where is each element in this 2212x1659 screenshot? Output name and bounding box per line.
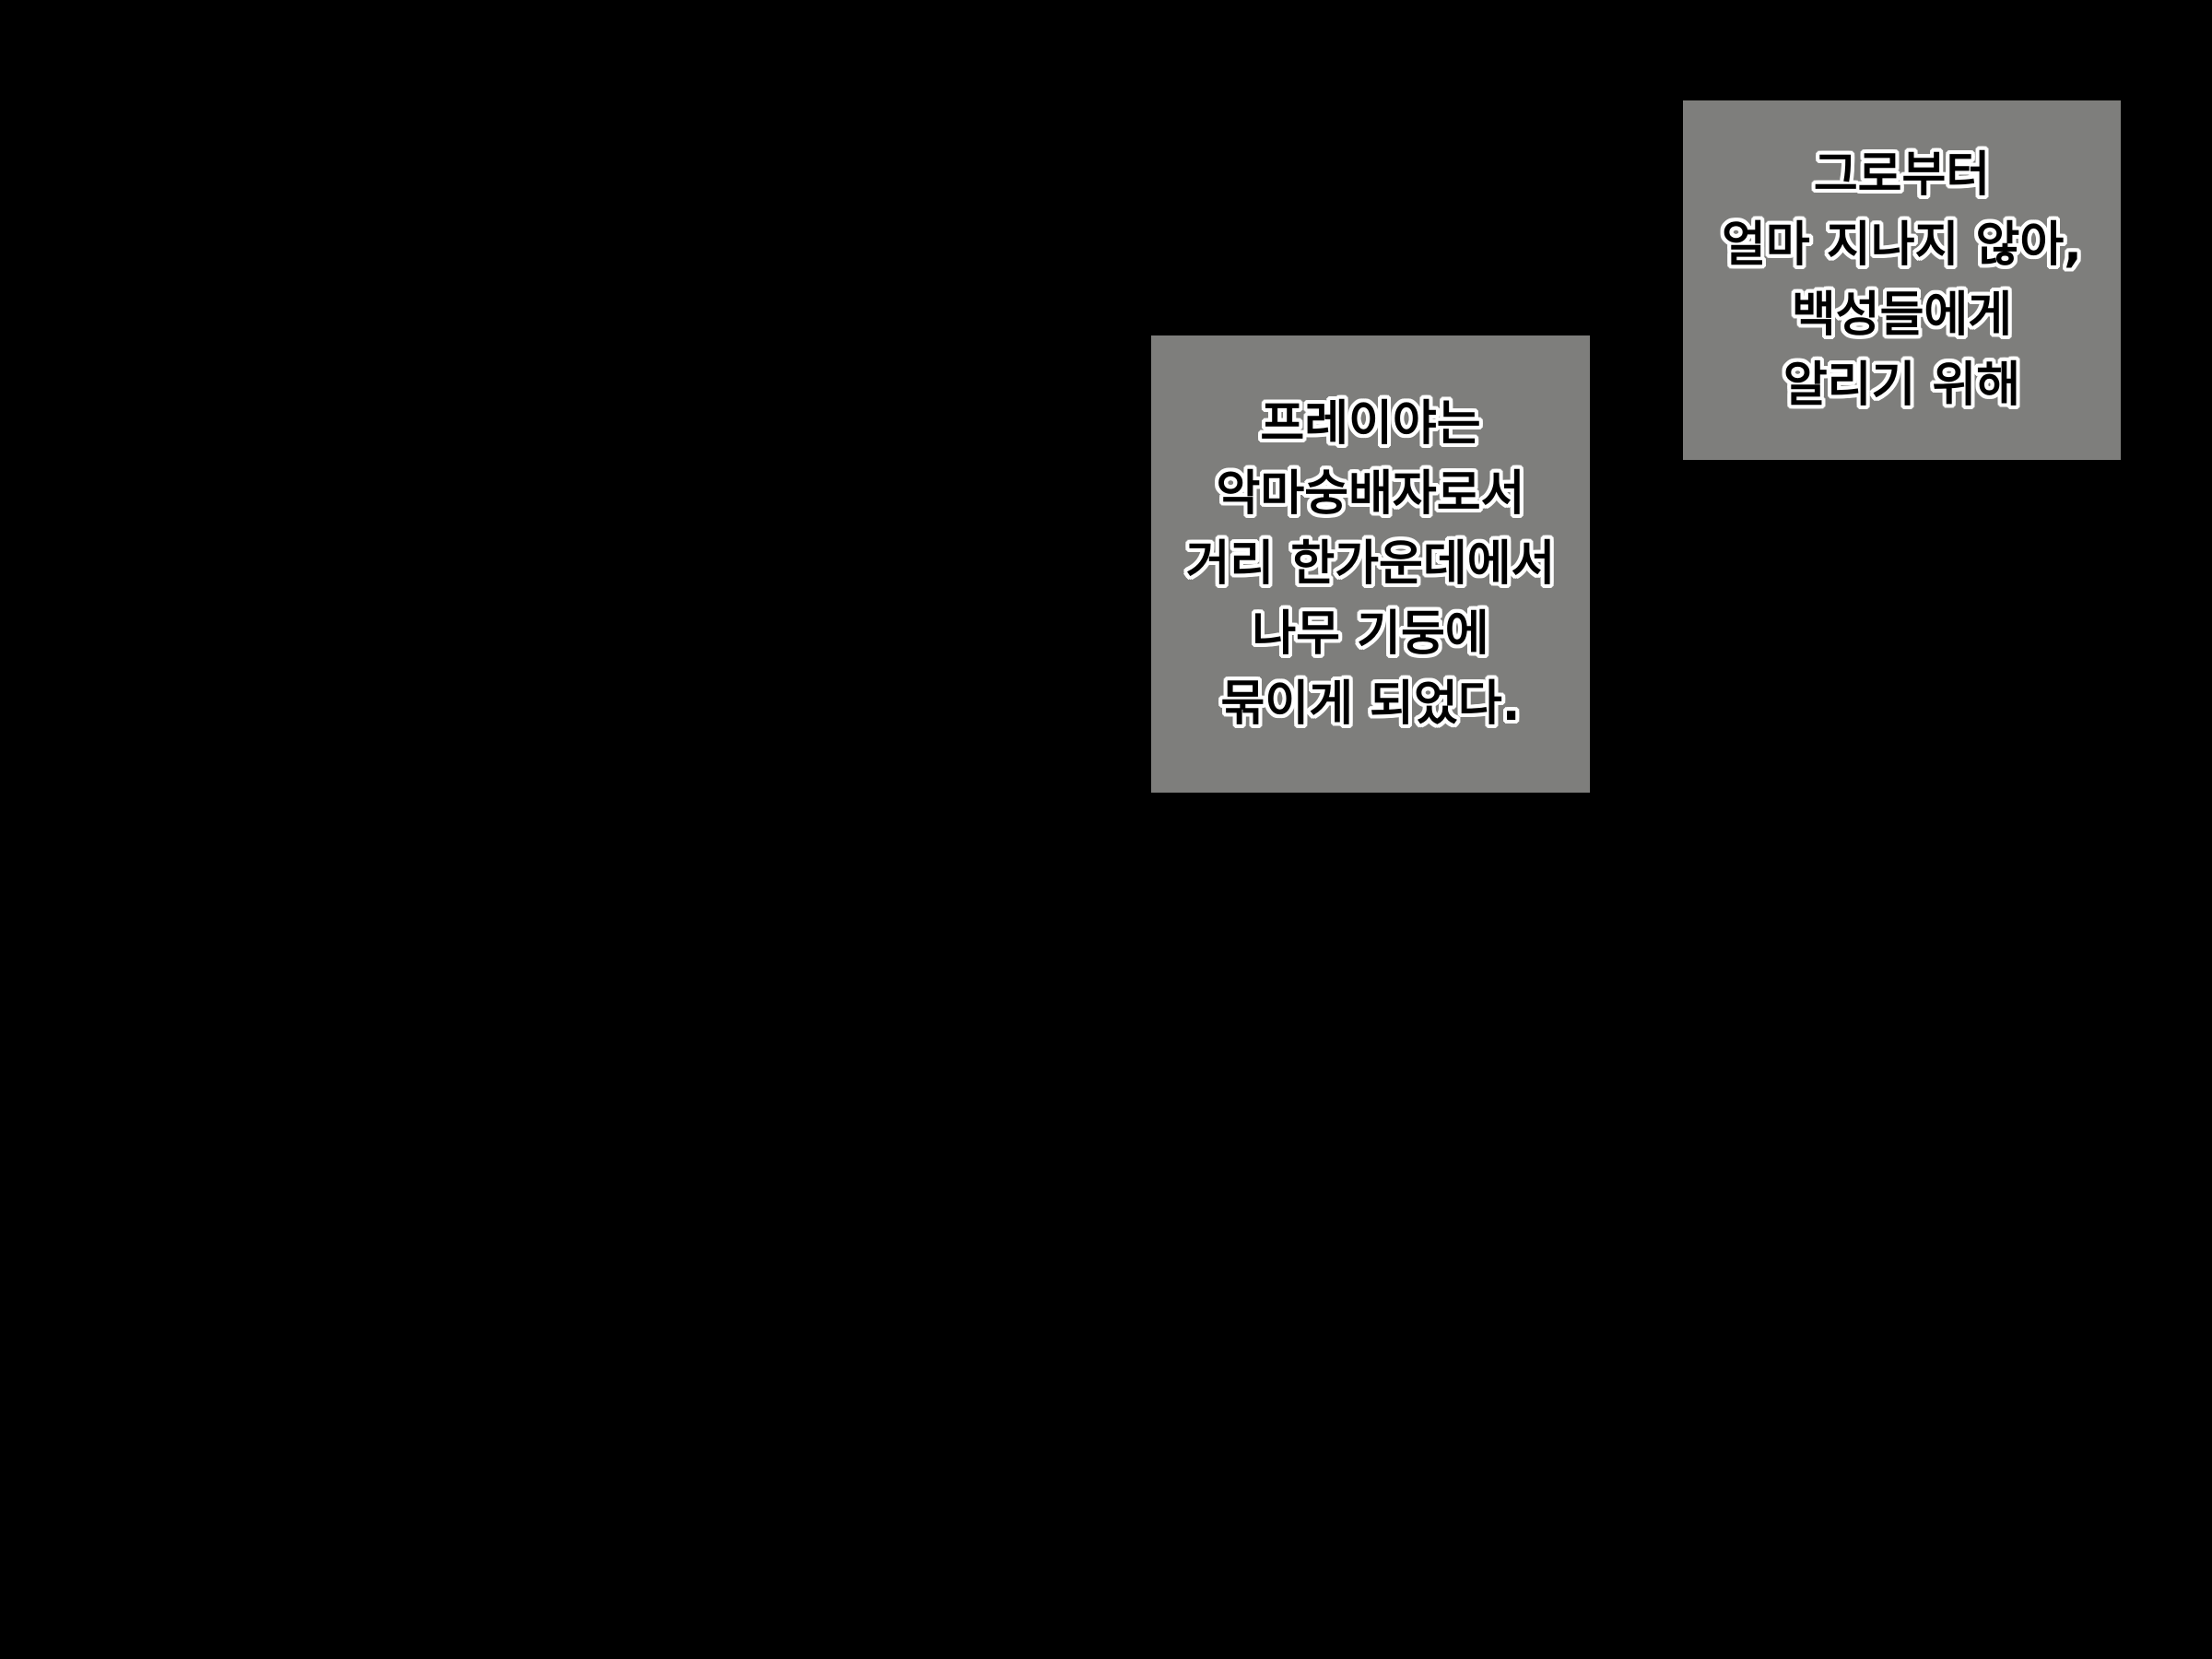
narration-line: 알리기 위해 — [1783, 358, 2021, 413]
narration-line: 나무 기둥에 — [1252, 606, 1489, 662]
narration-line: 그로부터 — [1813, 147, 1991, 203]
narration-box-2: 프레이야는 악마숭배자로서 거리 한가운데에서 나무 기둥에 묶이게 되었다. — [1151, 335, 1590, 793]
narration-line: 묶이게 되었다. — [1220, 677, 1521, 732]
narration-line: 거리 한가운데에서 — [1185, 536, 1556, 592]
narration-line: 백성들에게 — [1791, 288, 2013, 343]
narration-line: 프레이야는 — [1260, 396, 1481, 452]
narration-line: 악마숭배자로서 — [1216, 466, 1525, 522]
narration-line: 얼마 지나지 않아, — [1722, 218, 2082, 273]
narration-box-1: 그로부터 얼마 지나지 않아, 백성들에게 알리기 위해 — [1683, 100, 2121, 460]
